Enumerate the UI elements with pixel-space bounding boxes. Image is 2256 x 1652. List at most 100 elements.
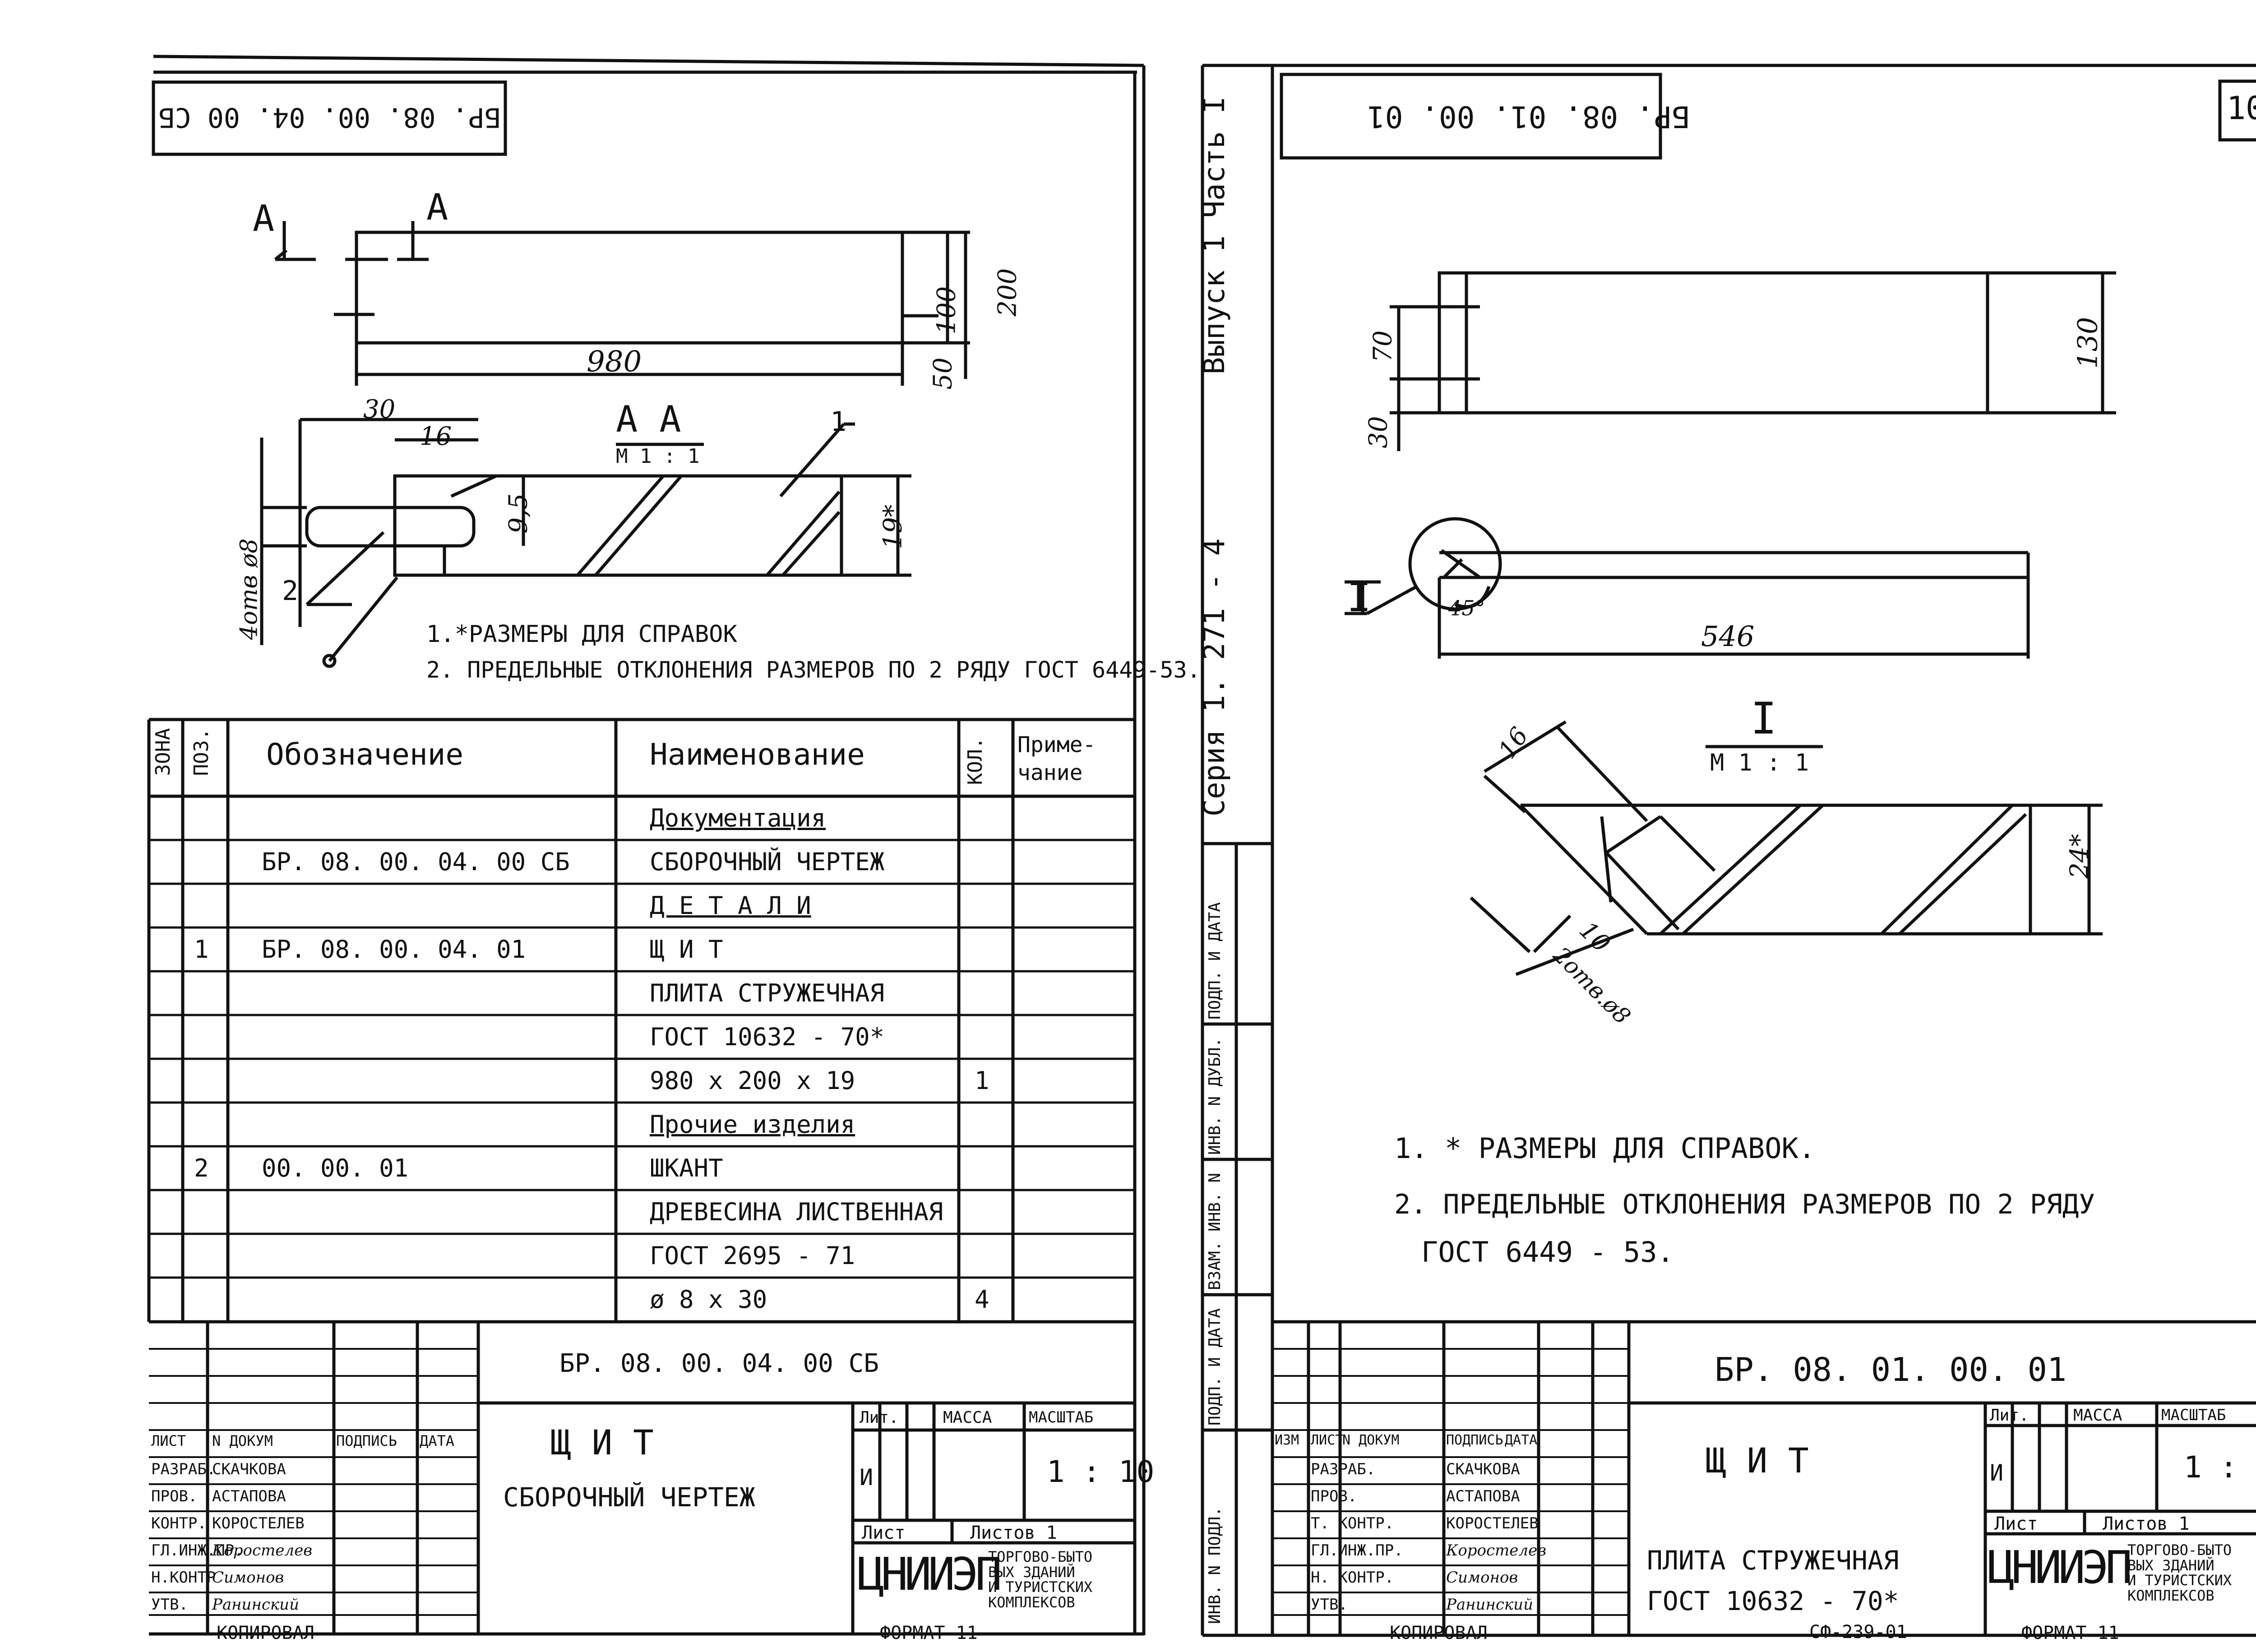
dim-70: 70 bbox=[1368, 330, 1398, 363]
section-scale: М 1 : 1 bbox=[616, 445, 700, 468]
spec-cell-naim: ГОСТ 2695 - 71 bbox=[650, 1241, 855, 1270]
staff-role: УТВ. bbox=[1311, 1596, 1348, 1614]
col-header: ПОДПИСЬ bbox=[336, 1432, 397, 1449]
spec-cell-oboz: БР. 08. 00. 04. 00 СБ bbox=[262, 848, 570, 876]
right-note-1: 1. * РАЗМЕРЫ ДЛЯ СПРАВОК. bbox=[1394, 1132, 1816, 1165]
detail-title: I bbox=[1751, 693, 1777, 744]
section-title: А А bbox=[616, 398, 681, 440]
spec-cell-oboz: БР. 08. 00. 04. 01 bbox=[262, 935, 526, 964]
spec-header-zona: ЗОНА bbox=[152, 728, 175, 776]
issue-vertical: Выпуск 1 Часть I bbox=[1198, 96, 1231, 375]
spec-cell-naim: ГОСТ 10632 - 70* bbox=[650, 1023, 885, 1051]
col-header: ЛИСТ bbox=[1311, 1432, 1344, 1448]
left-tb-code: БР. 08. 00. 04. 00 СБ bbox=[559, 1349, 879, 1378]
staff-name: Ранинский bbox=[1446, 1596, 1533, 1614]
right-tb-lit-value: И bbox=[1990, 1460, 2004, 1486]
right-tb-scale: 1 : 5 bbox=[2184, 1450, 2256, 1485]
staff-role: Т. КОНТР. bbox=[1311, 1514, 1394, 1532]
dim-4otv: 4отв ø8 bbox=[236, 538, 263, 640]
right-tb-name: Щ И Т bbox=[1706, 1440, 1809, 1481]
right-tb-material-1: ПЛИТА СТРУЖЕЧНАЯ bbox=[1647, 1545, 1899, 1576]
staff-name: АСТАПОВА bbox=[1446, 1487, 1520, 1505]
staff-role: ПРОВ. bbox=[151, 1487, 198, 1505]
spec-cell-naim: Документация bbox=[650, 804, 826, 832]
side-stamp-3: ВЗАМ. ИНВ. N bbox=[1206, 1172, 1224, 1290]
spec-header-prim: Приме-чание bbox=[1017, 732, 1096, 786]
right-bottom-format: ФОРМАТ 11 bbox=[2021, 1623, 2119, 1643]
left-tb-name-1: Щ И Т bbox=[550, 1422, 654, 1463]
org-line: КОМПЛЕКСОВ bbox=[988, 1593, 1075, 1611]
dim-24: 24* bbox=[2065, 834, 2094, 879]
spec-cell-naim: Д Е Т А Л И bbox=[650, 891, 811, 920]
col-header: ЛИСТ bbox=[151, 1432, 186, 1449]
staff-name: АСТАПОВА bbox=[212, 1487, 286, 1505]
spec-cell-naim: Прочие изделия bbox=[650, 1110, 855, 1139]
left-note-2: 2. ПРЕДЕЛЬНЫЕ ОТКЛОНЕНИЯ РАЗМЕРОВ ПО 2 Р… bbox=[426, 657, 1201, 683]
side-stamp-5: ПОДП. И ДАТА bbox=[1206, 902, 1224, 1020]
staff-name: Ранинский bbox=[212, 1596, 299, 1614]
spec-cell-kol: 4 bbox=[975, 1285, 989, 1314]
right-tb-lit-label: Лит. bbox=[1990, 1406, 2029, 1425]
left-tb-list-label: Лист bbox=[862, 1523, 906, 1543]
left-bottom-format: ФОРМАТ 11 bbox=[880, 1623, 978, 1643]
staff-name: Коростелев bbox=[212, 1541, 312, 1560]
staff-name: Симонов bbox=[1446, 1569, 1518, 1587]
right-tb-org-logo: ЦНИИЭП bbox=[1988, 1541, 2132, 1594]
spec-header-kol: КОЛ. bbox=[964, 737, 987, 785]
side-stamp-2: ПОДП. И ДАТА bbox=[1206, 1308, 1224, 1426]
right-tb-code: БР. 08. 01. 00. 01 bbox=[1715, 1351, 2067, 1389]
staff-role: Н.КОНТР bbox=[151, 1569, 216, 1587]
staff-role: РАЗРАБ. bbox=[151, 1460, 216, 1478]
spec-cell-naim: ШКАНТ bbox=[650, 1154, 723, 1182]
left-tb-lit-value: И bbox=[860, 1464, 874, 1490]
left-tb-massa-label: МАССА bbox=[943, 1408, 992, 1427]
sheet-number: 108 bbox=[2227, 90, 2256, 127]
col-header: N ДОКУМ bbox=[212, 1432, 273, 1449]
right-tb-masshtab-label: МАСШТАБ bbox=[2161, 1406, 2226, 1424]
spec-header-poz: ПОЗ. bbox=[190, 728, 213, 776]
right-tb-listov-label: Листов 1 bbox=[2103, 1514, 2190, 1534]
staff-role: КОНТР. bbox=[151, 1514, 207, 1532]
spec-cell-naim: ø 8 х 30 bbox=[650, 1285, 767, 1314]
dim-30-right: 30 bbox=[1364, 416, 1393, 448]
staff-name: Коростелев bbox=[1446, 1541, 1546, 1560]
col-header: ДАТА bbox=[420, 1432, 455, 1449]
dim-100: 100 bbox=[932, 286, 962, 335]
left-bottom-kopiroval: КОПИРОВАЛ bbox=[217, 1623, 314, 1643]
dim-50: 50 bbox=[928, 357, 958, 390]
spec-cell-kol: 1 bbox=[975, 1066, 989, 1095]
staff-role: РАЗРАБ. bbox=[1311, 1460, 1376, 1478]
side-stamp-4: ИНВ. N ДУБЛ. bbox=[1206, 1037, 1224, 1155]
left-note-1: 1.*РАЗМЕРЫ ДЛЯ СПРАВОК bbox=[426, 621, 737, 648]
right-tb-material-2: ГОСТ 10632 - 70* bbox=[1647, 1586, 1899, 1616]
right-top-code: БР. 08. 01. 00. 01 bbox=[1367, 99, 1690, 134]
spec-cell-poz: 2 bbox=[194, 1154, 209, 1182]
staff-name: СКАЧКОВА bbox=[1446, 1460, 1520, 1478]
left-tb-listov-label: Листов 1 bbox=[970, 1523, 1057, 1543]
dim-9-5: 9,5 bbox=[504, 493, 533, 534]
org-line: КОМПЛЕКСОВ bbox=[2127, 1587, 2214, 1604]
staff-role: Н. КОНТР. bbox=[1311, 1569, 1394, 1587]
dim-130: 130 bbox=[2072, 317, 2104, 369]
left-tb-name-2: СБОРОЧНЫЙ ЧЕРТЕЖ bbox=[503, 1482, 755, 1513]
spec-cell-naim: ПЛИТА СТРУЖЕЧНАЯ bbox=[650, 979, 885, 1007]
section-marker-left: А bbox=[253, 198, 275, 240]
right-note-3: ГОСТ 6449 - 53. bbox=[1421, 1236, 1674, 1269]
staff-role: ГЛ.ИНЖ.ПР. bbox=[151, 1541, 244, 1560]
spec-cell-naim: СБОРОЧНЫЙ ЧЕРТЕЖ bbox=[650, 848, 885, 876]
staff-name: КОРОСТЕЛЕВ bbox=[1446, 1514, 1539, 1532]
dim-980: 980 bbox=[587, 345, 642, 378]
right-bottom-code: СФ-239-01 bbox=[1809, 1622, 1907, 1643]
staff-role: ПРОВ. bbox=[1311, 1487, 1357, 1505]
org-line: ТОРГОВО-БЫТО bbox=[988, 1548, 1093, 1565]
right-bottom-kopiroval: КОПИРОВАЛ bbox=[1390, 1623, 1488, 1643]
dim-16: 16 bbox=[420, 422, 452, 451]
side-stamp-1: ИНВ. N ПОДЛ. bbox=[1206, 1506, 1224, 1624]
right-tb-org-text: ТОРГОВО-БЫТО ВЫХ ЗДАНИЙ И ТУРИСТСКИХ КОМ… bbox=[2127, 1542, 2232, 1604]
staff-role: УТВ. bbox=[151, 1596, 188, 1614]
org-line: И ТУРИСТСКИХ bbox=[988, 1578, 1093, 1596]
spec-cell-naim: ДРЕВЕСИНА ЛИСТВЕННАЯ bbox=[650, 1198, 943, 1226]
node-callout-i: I bbox=[1347, 574, 1372, 621]
detail-scale: М 1 : 1 bbox=[1710, 749, 1809, 776]
col-header: ДАТА bbox=[1505, 1432, 1538, 1448]
